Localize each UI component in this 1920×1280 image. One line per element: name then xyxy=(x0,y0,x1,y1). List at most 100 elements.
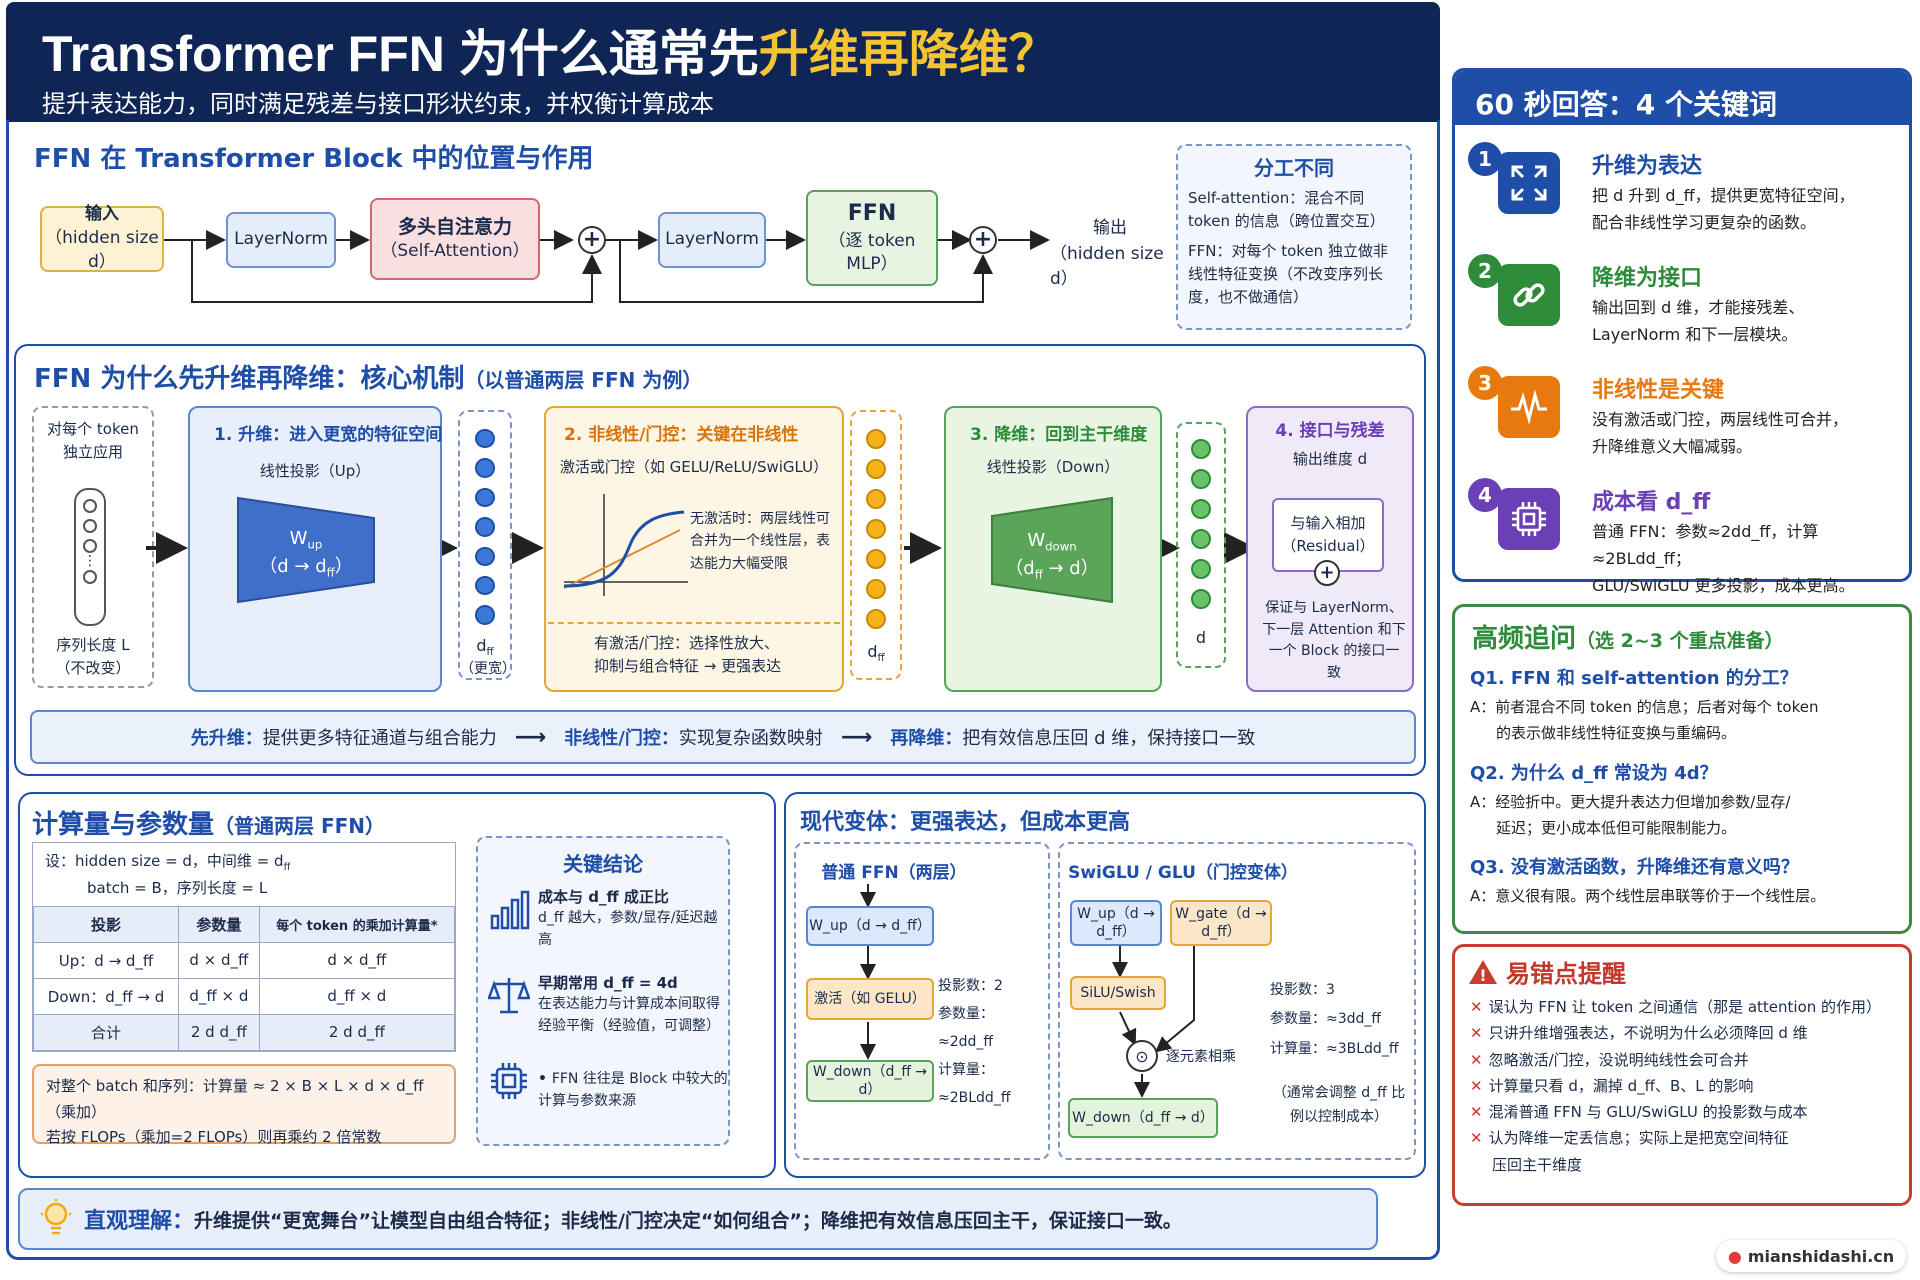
plain-w-down: W_down（d_ff → d） xyxy=(806,1060,934,1102)
w-down-label: Wdown （dff → d） xyxy=(1005,530,1099,582)
page-title: Transformer FFN 为什么通常先升维再降维？ xyxy=(42,26,1059,82)
page-subtitle: 提升表达能力，同时满足残差与接口形状约束，并权衡计算成本 xyxy=(42,90,714,118)
neuron-dot xyxy=(475,517,495,537)
residual-plus-icon: + xyxy=(1314,560,1340,586)
intuition-bar: 直观理解： 升维提供“更宽舞台”让模型自由组合特征；非线性/门控决定“如何组合”… xyxy=(18,1188,1378,1250)
neuron-dot xyxy=(1191,469,1211,489)
elementwise-multiply-icon: ⊙ xyxy=(1126,1040,1158,1072)
mistake-item: ✕误认为 FFN 让 token 之间通信（那是 attention 的作用） xyxy=(1470,998,1882,1016)
cost-footnote: 对整个 batch 和序列：计算量 ≈ 2 × B × L × d × d_ff… xyxy=(32,1064,456,1146)
block-section-title: FFN 在 Transformer Block 中的位置与作用 xyxy=(34,144,594,174)
followup-title: 高频追问（选 2~3 个重点准备） xyxy=(1472,624,1784,654)
neuron-dot xyxy=(475,458,495,478)
block-self-attention: 多头自注意力（Self-Attention） xyxy=(370,198,540,280)
w-up-trapezoid xyxy=(237,496,375,604)
step2-bottom: 有激活/门控：选择性放大、抑制与组合特征 → 更强表达 xyxy=(594,634,782,676)
step1-subtitle: 线性投影（Up） xyxy=(259,462,371,480)
cross-icon: ✕ xyxy=(1470,1129,1483,1148)
block-layernorm-2: LayerNorm xyxy=(658,212,766,268)
step4-subtitle: 输出维度 d xyxy=(1292,450,1368,468)
step2-nonlinear-box xyxy=(544,406,844,692)
mistakes-panel xyxy=(1452,944,1912,1206)
keyword-number: 4 xyxy=(1468,478,1502,512)
page-title-highlight: 升维再降维？ xyxy=(758,26,1059,82)
intuition-label: 直观理解： xyxy=(84,1209,195,1234)
cross-icon: ✕ xyxy=(1470,998,1483,1016)
key-conclusion-3: • FFN 往往是 Block 中较大的计算与参数来源 xyxy=(538,1071,728,1110)
step2-note: 无激活时：两层线性可合并为一个线性层，表达能力大幅受限 xyxy=(690,511,830,572)
followup-panel xyxy=(1452,604,1912,934)
block-input: 输入（hidden size d） xyxy=(40,204,164,272)
neuron-dot xyxy=(866,549,886,569)
mistake-item: ✕混淆普通 FFN 与 GLU/SwiGLU 的投影数与成本 xyxy=(1470,1103,1808,1121)
swiglu-box xyxy=(1058,842,1416,1160)
swiglu-title: SwiGLU / GLU（门控变体） xyxy=(1068,863,1298,883)
keyword-title: 升维为表达 xyxy=(1592,154,1703,179)
division-sa-text: Self-attention：混合不同 token 的信息（跨位置交互） xyxy=(1188,189,1385,231)
dff-vector-blue: dff （更宽） xyxy=(458,410,516,680)
block-ffn: FFN（逐 token MLP） xyxy=(806,190,938,286)
keyword-number: 2 xyxy=(1468,254,1502,288)
glu-w-up: W_up（d → d_ff） xyxy=(1070,900,1162,946)
header-banner xyxy=(6,2,1440,122)
division-ffn-text: FFN：对每个 token 独立做非线性特征变换（不改变序列长度，也不做通信） xyxy=(1188,241,1388,307)
step4-title: 4. 接口与残差 xyxy=(1275,421,1385,441)
residual-add-box: 与输入相加（Residual） xyxy=(1272,498,1384,572)
residual-add-1: + xyxy=(578,226,606,254)
keyword-desc: 普通 FFN：参数≈2dd_ff，计算≈2BLdd_ff；GLU/SwiGLU … xyxy=(1592,522,1855,596)
mistake-item: ✕只讲升维增强表达，不说明为什么必须降回 d 维 xyxy=(1470,1024,1808,1043)
followup-answer: A：意义很有限。两个线性层串联等价于一个线性层。 xyxy=(1470,887,1826,905)
neuron-dot xyxy=(475,487,495,508)
svg-text:!: ! xyxy=(1479,966,1486,985)
cross-icon: ✕ xyxy=(1470,1103,1483,1121)
neuron-dot xyxy=(866,429,886,449)
neuron-dot xyxy=(866,579,886,599)
expand-icon xyxy=(1498,152,1560,214)
modern-panel xyxy=(784,792,1426,1178)
step4-desc: 保证与 LayerNorm、下一层 Attention 和下一个 Block 的… xyxy=(1262,600,1406,682)
keyword-number: 1 xyxy=(1468,142,1502,176)
sequence-length-label: 序列长度 L（不改变） xyxy=(55,636,131,678)
keyword-title: 成本看 d_ff xyxy=(1592,490,1711,515)
plain-activation: 激活（如 GELU） xyxy=(806,978,934,1020)
glu-silu: SiLU/Swish xyxy=(1070,976,1166,1010)
chip-icon xyxy=(1498,488,1560,550)
bar-chart-icon xyxy=(490,890,530,930)
neuron-dot xyxy=(1191,499,1211,519)
neuron-dot xyxy=(475,605,495,625)
keyword-title: 非线性是关键 xyxy=(1592,378,1725,403)
keyword-desc: 输出回到 d 维，才能接残差、LayerNorm 和下一层模块。 xyxy=(1592,298,1805,345)
scale-icon xyxy=(488,978,530,1014)
glu-w-gate: W_gate（d → d_ff） xyxy=(1170,900,1272,946)
mechanism-panel xyxy=(14,344,1426,776)
swiglu-note: （通常会调整 d_ff 比例以控制成本） xyxy=(1272,1085,1406,1125)
step2-title: 2. 非线性/门控：关键在非线性 xyxy=(564,425,799,445)
mistake-list: ✕误认为 FFN 让 token 之间通信（那是 attention 的作用）✕… xyxy=(1470,994,1902,1178)
neuron-dot xyxy=(866,609,886,629)
link-icon xyxy=(1498,264,1560,326)
mechanism-title: FFN 为什么先升维再降维：核心机制（以普通两层 FFN 为例） xyxy=(34,364,703,394)
warning-icon: ! xyxy=(1469,959,1497,985)
modern-title: 现代变体：更强表达，但成本更高 xyxy=(800,810,1131,835)
keyword-desc: 没有激活或门控，两层线性可合并，升降维意义大幅减弱。 xyxy=(1592,410,1849,457)
cost-title: 计算量与参数量（普通两层 FFN） xyxy=(32,810,386,840)
d-vector-green: d xyxy=(1176,422,1226,668)
mechanism-summary-bar: 先升维：提供更多特征通道与组合能力 ⟶ 非线性/门控：实现复杂函数映射 ⟶ 再降… xyxy=(30,710,1416,764)
block-flow-arrows xyxy=(164,230,1050,303)
neuron-dot xyxy=(1191,439,1211,459)
mistake-item: 压回主干维度 xyxy=(1492,1155,1583,1174)
chip-icon xyxy=(491,1063,527,1099)
cross-icon: ✕ xyxy=(1470,1076,1483,1095)
key-conclusions-title: 关键结论 xyxy=(563,852,643,876)
keyword-item: 4 成本看 d_ff 普通 FFN：参数≈2dd_ff，计算≈2BLdd_ff；GL… xyxy=(1468,478,1904,595)
glu-mul-label: 逐元素相乘 xyxy=(1166,1049,1236,1065)
followup-item: Q1. FFN 和 self-attention 的分工？A：前者混合不同 to… xyxy=(1470,664,1904,747)
